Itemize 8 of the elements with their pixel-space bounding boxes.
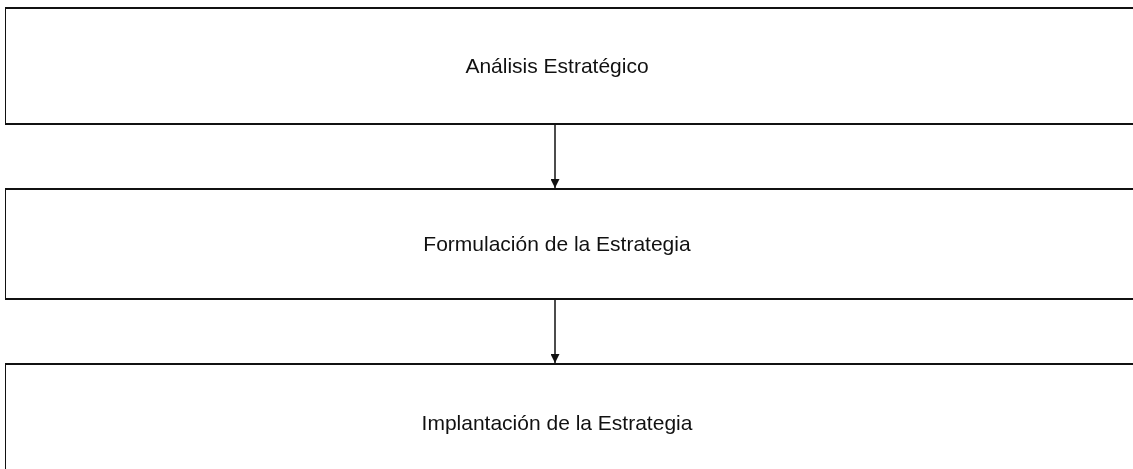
- arrow: [550, 124, 560, 189]
- box-label: Formulación de la Estrategia: [423, 232, 691, 256]
- arrow: [550, 299, 560, 364]
- box-label: Análisis Estratégico: [465, 54, 649, 78]
- box-label: Implantación de la Estrategia: [421, 411, 693, 435]
- process-box: [5, 363, 1133, 469]
- process-box: [5, 188, 1133, 300]
- process-box: [5, 7, 1133, 125]
